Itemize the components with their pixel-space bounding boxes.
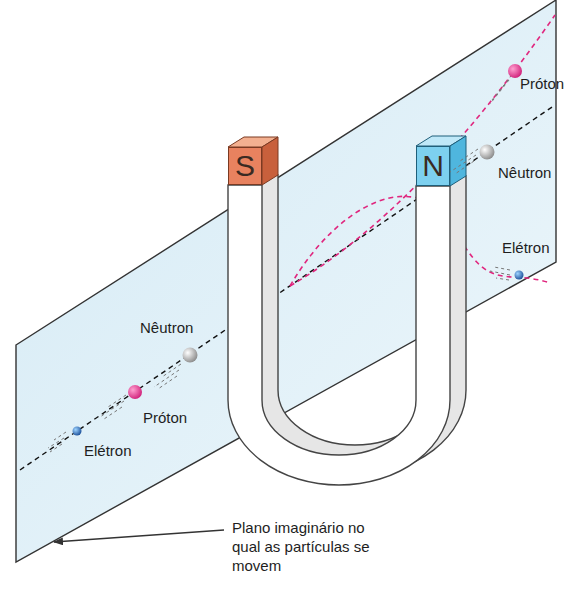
s-pole-side: [262, 137, 278, 185]
pole-letter: S: [235, 151, 255, 181]
horseshoe-magnet: [228, 185, 450, 485]
particle-label: Elétron: [84, 441, 132, 460]
neutron-particle: [480, 145, 495, 160]
electron-particle: [515, 271, 524, 280]
particle-label: Nêutron: [140, 318, 193, 337]
particle-label: Próton: [520, 74, 564, 93]
n-pole-side: [450, 136, 466, 186]
proton-particle: [508, 64, 522, 78]
neutron-path: [20, 105, 555, 470]
n-pole-face: N: [416, 146, 450, 186]
imaginary-plane: [16, 0, 556, 562]
leader-arrow: [54, 530, 224, 542]
neutron-particle: [183, 348, 198, 363]
pole-letter: N: [422, 151, 444, 181]
particle-label: Elétron: [502, 238, 550, 257]
electron-particle: [73, 427, 82, 436]
s-pole-face: S: [228, 147, 262, 185]
plane-caption: Plano imaginário no qual as partículas s…: [232, 518, 390, 575]
proton-particle: [128, 385, 142, 399]
motion-streaks: [48, 75, 512, 452]
particle-label: Próton: [143, 408, 187, 427]
particle-label: Nêutron: [498, 163, 551, 182]
